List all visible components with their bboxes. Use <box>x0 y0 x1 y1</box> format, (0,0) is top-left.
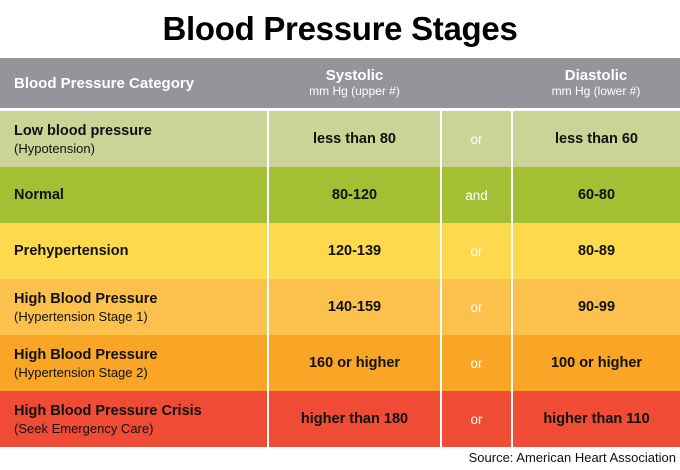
header-diastolic: Diastolic mm Hg (lower #) <box>512 58 680 108</box>
row-systolic-value: 160 or higher <box>308 355 401 371</box>
row-connector: or <box>440 111 513 167</box>
row-category-subtitle: (Hypertension Stage 1) <box>14 308 148 324</box>
table-row: Low blood pressure(Hypotension) less than… <box>0 111 680 167</box>
row-category-subtitle: (Hypertension Stage 2) <box>14 364 148 380</box>
header-gap <box>0 108 680 111</box>
row-category-title: High Blood Pressure Crisis <box>14 402 202 419</box>
row-category-cell: Normal <box>0 167 269 223</box>
source-attribution: Source: American Heart Association <box>468 450 676 465</box>
row-diastolic-value: higher than 110 <box>543 411 650 427</box>
row-systolic-value: 120-139 <box>327 243 382 259</box>
table-body: Low blood pressure(Hypotension) less than… <box>0 111 680 447</box>
row-diastolic-value: 100 or higher <box>550 355 643 371</box>
row-connector: and <box>440 167 513 223</box>
table-row: High Blood Pressure(Hypertension Stage 1… <box>0 279 680 335</box>
header-systolic-title: Systolic <box>325 67 384 84</box>
row-category-cell: High Blood Pressure(Hypertension Stage 1… <box>0 279 269 335</box>
row-diastolic-value: 80-89 <box>577 243 616 259</box>
table-row: High Blood Pressure Crisis(Seek Emergenc… <box>0 391 680 447</box>
table-row: High Blood Pressure(Hypertension Stage 2… <box>0 335 680 391</box>
header-systolic: Systolic mm Hg (upper #) <box>268 58 442 108</box>
row-category-title: Prehypertension <box>14 243 129 259</box>
header-systolic-units: mm Hg (upper #) <box>309 84 400 98</box>
header-category: Blood Pressure Category <box>0 58 269 108</box>
row-connector: or <box>440 279 513 335</box>
row-connector: or <box>440 391 513 447</box>
row-diastolic-value: less than 60 <box>554 131 638 147</box>
row-category-cell: Low blood pressure(Hypotension) <box>0 111 269 167</box>
row-category-title: High Blood Pressure <box>14 290 158 307</box>
row-category-cell: High Blood Pressure Crisis(Seek Emergenc… <box>0 391 269 447</box>
header-connector-spacer <box>441 58 513 108</box>
header-diastolic-units: mm Hg (lower #) <box>551 84 641 98</box>
row-category-cell: High Blood Pressure(Hypertension Stage 2… <box>0 335 269 391</box>
header-gap-cell <box>0 108 680 111</box>
row-systolic-value: 140-159 <box>327 299 382 315</box>
row-category-subtitle: (Hypotension) <box>14 140 95 156</box>
table-row: Normal 80-120 and 60-80 <box>0 167 680 223</box>
blood-pressure-table: Blood Pressure Category Systolic mm Hg (… <box>0 58 680 447</box>
row-category-subtitle: (Seek Emergency Care) <box>14 420 154 436</box>
table-header-row: Blood Pressure Category Systolic mm Hg (… <box>0 58 680 108</box>
row-systolic-value: 80-120 <box>331 187 378 203</box>
row-category-title: Normal <box>14 187 64 203</box>
table-row: Prehypertension 120-139 or 80-89 <box>0 223 680 279</box>
row-diastolic-value: 90-99 <box>577 299 616 315</box>
row-connector: or <box>440 223 513 279</box>
row-connector: or <box>440 335 513 391</box>
page-title: Blood Pressure Stages <box>162 10 518 47</box>
row-systolic-value: less than 80 <box>312 131 396 147</box>
row-diastolic-value: 60-80 <box>577 187 616 203</box>
row-category-cell: Prehypertension <box>0 223 269 279</box>
row-category-title: Low blood pressure <box>14 122 152 139</box>
row-systolic-value: higher than 180 <box>300 411 409 427</box>
header-diastolic-title: Diastolic <box>564 67 628 84</box>
row-category-title: High Blood Pressure <box>14 346 158 363</box>
